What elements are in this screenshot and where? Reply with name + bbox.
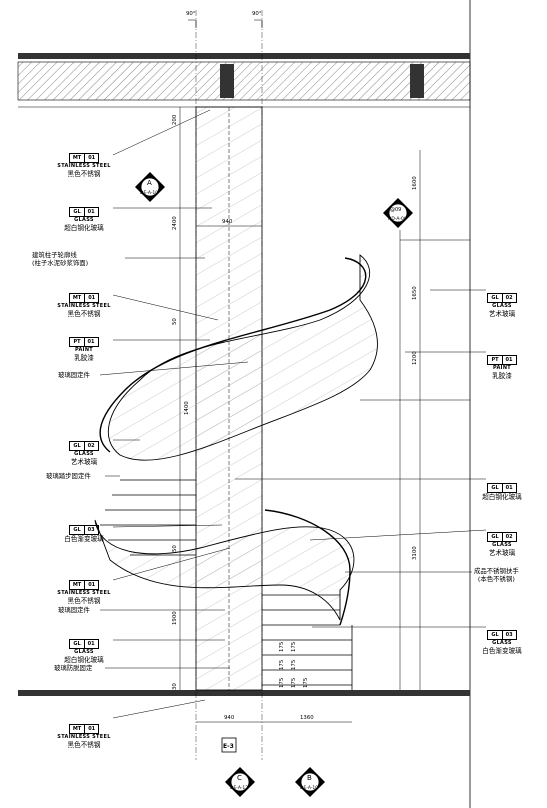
left-dim-1: 2400 [172, 216, 178, 230]
section-b-ref: DE-A-10 [300, 785, 318, 791]
step-dims: 175 175 175 175 175 175 175 [279, 642, 309, 688]
section-mark-a: A DE-A-10 [135, 172, 165, 202]
spiral-rail-lower [264, 509, 351, 626]
step-dim-3: 175 [291, 678, 297, 688]
step-dim-4: 175 [291, 660, 297, 670]
section-e3-id: E-3 [223, 743, 234, 750]
right-leaders [235, 289, 487, 628]
beam-left [220, 64, 234, 98]
right-dim-0: 1600 [412, 176, 418, 190]
angle-mark-left [188, 19, 197, 28]
stair-treads-right [262, 594, 352, 686]
right-dim-3: 3100 [412, 546, 418, 560]
section-09-ref: HD-A-06 [388, 216, 407, 222]
spiral-rail-upper [99, 257, 367, 453]
section-mark-09: @09 HD-A-06 [383, 198, 413, 228]
ceiling-slab-hatch [17, 61, 471, 101]
right-dim-1: 1650 [412, 286, 418, 300]
section-mark-b: B DE-A-10 [295, 767, 325, 797]
section-mark-e3: E-3 [221, 737, 237, 753]
section-a-ref: DE-A-10 [140, 190, 158, 196]
left-dim-3: 1400 [184, 401, 190, 415]
left-dim-4: 50 [172, 545, 178, 552]
stair-treads-left [100, 479, 196, 556]
floor-slab [18, 690, 470, 696]
left-dim-5: 1900 [172, 611, 178, 625]
angle-label-left: 90° [186, 11, 196, 17]
spiral-glass-lower [94, 519, 355, 621]
section-c-ref: DE-A-12 [230, 785, 248, 791]
step-dim-0: 175 [279, 678, 285, 688]
beam-right [410, 64, 424, 98]
left-dim-0: 200 [172, 114, 178, 125]
right-dim-2: 1200 [412, 351, 418, 365]
step-dim-5: 175 [291, 642, 297, 652]
step-dim-2: 175 [279, 642, 285, 652]
bottom-dim-1: 1360 [300, 715, 314, 721]
left-dim-6: 30 [172, 683, 178, 690]
step-dim-6: 175 [303, 678, 309, 688]
slab-top-band [18, 53, 470, 59]
spiral-glass-upper [107, 254, 378, 461]
step-dim-1: 175 [279, 660, 285, 670]
section-09-id: @09 [390, 207, 401, 213]
section-mark-c: C DE-A-12 [225, 767, 255, 797]
angle-label-right: 90° [252, 11, 262, 17]
section-c-id: C [237, 774, 242, 782]
left-dim-2: 50 [172, 318, 178, 325]
left-leaders [99, 109, 249, 719]
bottom-dim-0: 940 [224, 715, 235, 721]
angle-mark-right [254, 19, 263, 28]
section-a-id: A [147, 179, 152, 187]
section-b-id: B [307, 774, 312, 782]
upper-width-dim: 940 [222, 219, 233, 225]
